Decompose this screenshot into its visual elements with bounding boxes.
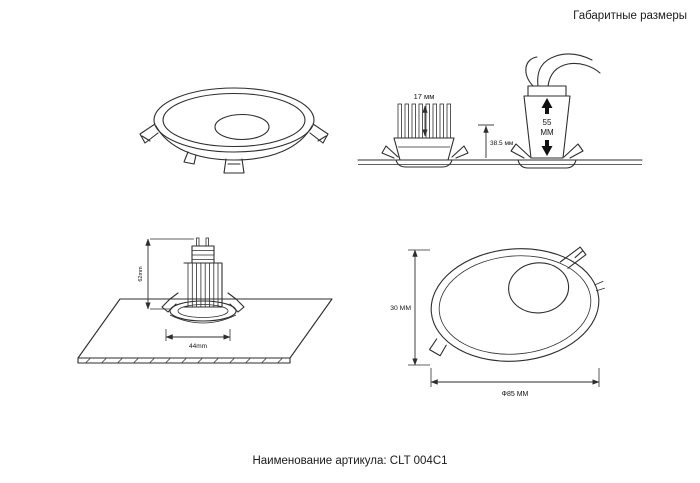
dimension-fixture-height: 62mm <box>138 238 194 310</box>
drawing-section-view: 17 мм 38.5 мм 55 <box>357 53 643 169</box>
drawing-install-view: 62mm 44mm <box>77 237 333 364</box>
page-title: Габаритные размеры <box>573 10 687 22</box>
bottom-clip <box>183 151 245 174</box>
spring-clip-right <box>309 123 329 144</box>
heatsink-fins <box>397 103 451 139</box>
lamp <box>191 237 215 264</box>
spring-clip-left <box>139 123 159 144</box>
spring-clip-body-right <box>563 143 584 159</box>
spring-clip-body-left <box>510 143 531 159</box>
dim-label-height: 62mm <box>138 266 144 282</box>
dimension-fin-height: 17 мм <box>414 92 435 137</box>
dim-label-total-unit: ММ <box>540 128 554 137</box>
dimension-fixture-width: 44mm <box>165 329 231 350</box>
spring-clip-heatsink-right <box>451 145 469 159</box>
dim-label-width: 44mm <box>189 343 207 350</box>
mounting-panel <box>77 298 333 364</box>
dimension-total-height: 55 ММ <box>540 98 554 156</box>
tab-bottom-left <box>429 338 447 357</box>
spring-clip-heatsink-left <box>381 145 399 159</box>
article-label: Наименование артикула: CLT 004C1 <box>252 455 448 467</box>
dimension-diameter: Ф85 ММ <box>430 368 600 398</box>
panel-cutout-hole <box>169 314 237 324</box>
dim-label-recess-height: 38.5 мм <box>490 140 514 147</box>
power-cables <box>525 53 601 87</box>
spring-clip-top-right <box>559 246 587 269</box>
driver-body <box>517 53 601 169</box>
dim-label-total-value: 55 <box>543 118 552 127</box>
heatsink <box>393 103 455 168</box>
dim-label-height: 30 ММ <box>390 305 411 312</box>
spring-clip-right <box>227 292 245 313</box>
dimension-height: 30 ММ <box>390 249 430 366</box>
spring-clip-left <box>161 292 179 313</box>
fixture-body <box>169 262 237 322</box>
body-ribs <box>187 263 219 307</box>
side-detail <box>594 280 605 292</box>
dim-label-fin-height: 17 мм <box>414 92 435 101</box>
dimension-recess-height: 38.5 мм <box>478 124 514 158</box>
dim-label-diameter: Ф85 ММ <box>502 391 529 398</box>
drawing-front-view: 30 ММ Ф85 ММ <box>390 246 605 398</box>
ceiling-line <box>357 159 643 165</box>
trim-ring-body <box>153 87 315 161</box>
panel-edge-hatching <box>85 358 283 363</box>
fixture-face <box>429 246 605 362</box>
drawing-perspective-view <box>139 87 329 174</box>
